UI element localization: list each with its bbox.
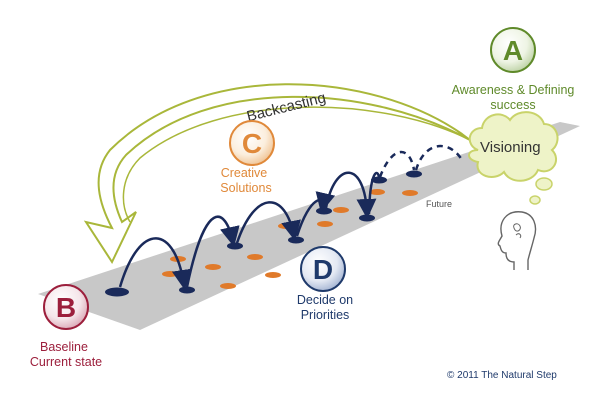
backcasting-label: Backcasting xyxy=(245,89,328,125)
step-d-subtitle: Priorities xyxy=(301,308,350,322)
step-b-title: Baseline xyxy=(40,340,88,354)
copyright-text: © 2011 The Natural Step xyxy=(447,370,557,381)
step-c-letter: C xyxy=(242,128,262,159)
hop-arrow-5 xyxy=(324,171,377,219)
step-a: A Awareness & Defining success xyxy=(452,27,575,112)
step-b-badge xyxy=(43,284,89,330)
future-hop-2 xyxy=(414,144,464,171)
step-d: D Decide on Priorities xyxy=(297,246,353,322)
hop-arrow-2 xyxy=(185,215,240,288)
future-label: Future xyxy=(426,199,452,209)
navy-marker xyxy=(406,170,422,178)
step-a-letter: A xyxy=(503,35,523,66)
step-d-letter: D xyxy=(313,254,333,285)
hop-arrow-1 xyxy=(118,237,192,290)
step-b: B Baseline Current state xyxy=(30,284,102,369)
step-b-subtitle: Current state xyxy=(30,355,102,369)
step-c: C Creative Solutions xyxy=(220,120,275,195)
visioning-label: Visioning xyxy=(480,139,541,156)
navy-marker xyxy=(371,176,387,184)
step-hops xyxy=(118,171,381,290)
navy-marker xyxy=(179,286,195,294)
orange-marker xyxy=(162,271,178,277)
step-d-badge xyxy=(300,246,346,292)
navy-marker xyxy=(359,214,375,222)
navy-marker xyxy=(288,236,304,244)
visioning-cloud: Visioning xyxy=(468,111,559,182)
step-b-letter: B xyxy=(56,292,76,323)
step-a-subtitle: success xyxy=(490,98,535,112)
orange-marker xyxy=(220,283,236,289)
step-c-badge xyxy=(229,120,275,166)
future-hop-1 xyxy=(378,150,416,178)
orange-marker xyxy=(265,272,281,278)
hop-arrow-3 xyxy=(235,201,301,244)
navy-marker xyxy=(105,287,129,297)
step-c-subtitle: Solutions xyxy=(220,181,271,195)
hop-arrow-4 xyxy=(295,191,336,237)
step-a-badge xyxy=(490,27,536,73)
step-d-title: Decide on xyxy=(297,293,353,307)
backcasting-arrow xyxy=(83,83,471,265)
head-icon xyxy=(497,211,537,270)
thought-bubbles xyxy=(529,177,553,205)
navy-marker xyxy=(316,207,332,215)
orange-marker xyxy=(369,189,385,195)
orange-marker xyxy=(333,207,349,213)
orange-marker xyxy=(205,264,221,270)
backcasting-arrow-inner xyxy=(122,106,471,223)
hop-arrow-6 xyxy=(367,171,381,215)
navy-marker xyxy=(227,242,243,250)
orange-marker xyxy=(247,254,263,260)
future-hops xyxy=(378,144,464,178)
step-a-title: Awareness & Defining xyxy=(452,83,575,97)
step-c-title: Creative xyxy=(221,166,268,180)
orange-marker xyxy=(402,190,418,196)
orange-marker xyxy=(317,221,333,227)
